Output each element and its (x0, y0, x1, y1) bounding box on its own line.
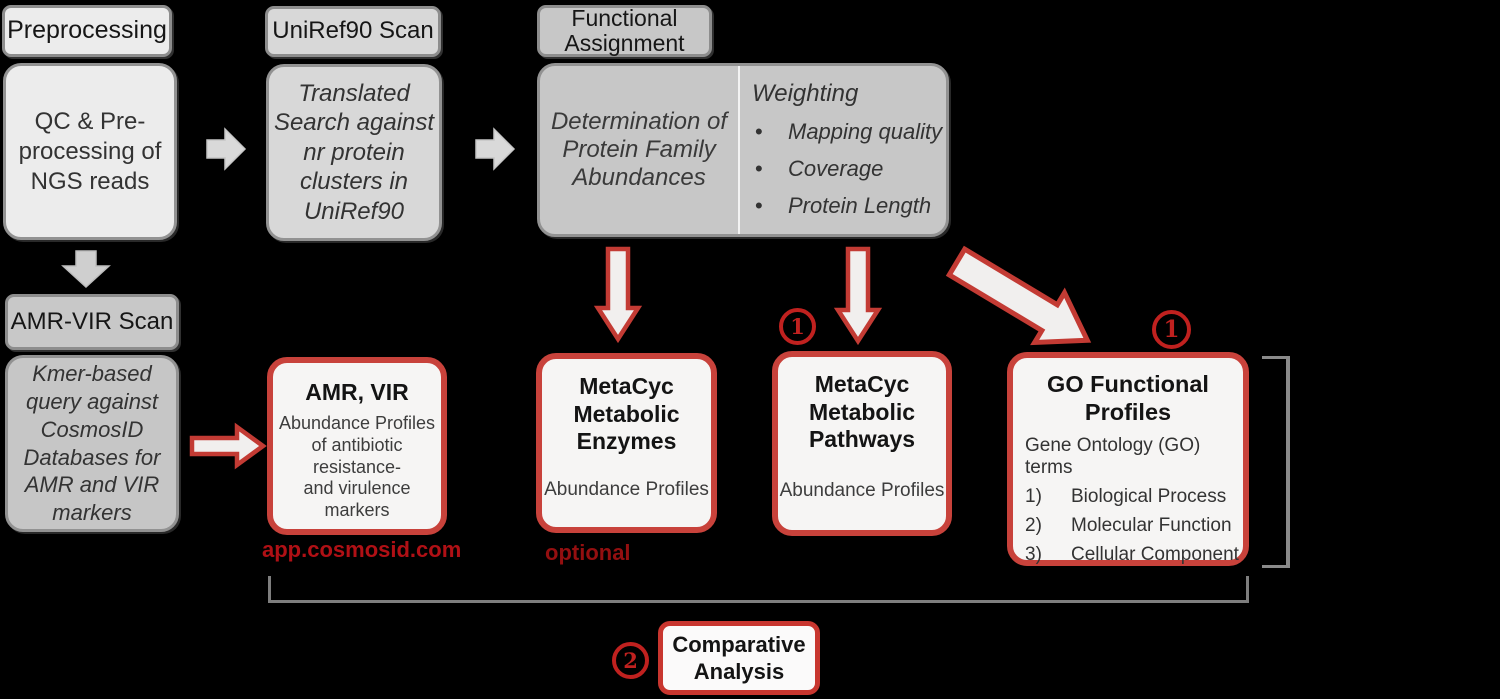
go-term-number: 1) (1025, 486, 1042, 508)
comparative-analysis-box: Comparative Analysis (658, 621, 820, 695)
go-profiles-title: GO Functional Profiles (1047, 371, 1209, 426)
arrow-fa-to-pathways-icon (833, 246, 883, 346)
badge-one-pathways: 1 (779, 308, 816, 345)
go-side-bracket (1262, 356, 1290, 568)
functional-assignment-header: Functional Assignment (537, 5, 712, 57)
go-profiles-box: GO Functional Profiles Gene Ontology (GO… (1007, 352, 1249, 566)
optional-caption: optional (545, 540, 631, 565)
weighting-title: Weighting (752, 80, 859, 107)
go-term-row: 3) Cellular Component (1013, 544, 1243, 566)
metacyc-pathways-box: MetaCyc Metabolic Pathways Abundance Pro… (772, 351, 952, 536)
badge-two-comparative: 2 (612, 642, 649, 679)
metacyc-enzymes-title: MetaCyc Metabolic Enzymes (573, 373, 680, 455)
arrow-preprocessing-to-uniref90-icon (206, 127, 247, 171)
metacyc-enzymes-body: Abundance Profiles (544, 479, 709, 500)
weighting-item: Coverage (752, 156, 946, 182)
badge-one-go: 1 (1152, 310, 1191, 349)
app-cosmosid-caption: app.cosmosid.com (262, 537, 462, 562)
go-term-row: 2) Molecular Function (1013, 515, 1243, 537)
go-term-number: 2) (1025, 515, 1042, 537)
arrow-uniref90-to-functional-assignment-icon (475, 127, 516, 171)
go-profiles-subtitle: Gene Ontology (GO) terms (1025, 435, 1201, 479)
metacyc-pathways-body: Abundance Profiles (779, 480, 945, 501)
go-term-label: Molecular Function (1071, 515, 1232, 537)
weighting-item: Protein Length (752, 193, 946, 219)
functional-assignment-body: Determination of Protein Family Abundanc… (537, 63, 949, 237)
arrow-amrvir-to-output-icon (189, 422, 267, 470)
metacyc-pathways-title: MetaCyc Metabolic Pathways (808, 371, 916, 453)
preprocessing-header: Preprocessing (2, 5, 172, 57)
metacyc-enzymes-box: MetaCyc Metabolic Enzymes Abundance Prof… (536, 353, 717, 533)
amr-vir-output-box: AMR, VIR Abundance Profiles of antibioti… (267, 357, 447, 535)
arrow-preprocessing-to-amrvir-icon (61, 250, 111, 289)
weighting-item: Mapping quality (752, 119, 946, 145)
collector-line (268, 576, 1249, 603)
arrow-fa-to-go-icon (945, 245, 1092, 346)
amr-vir-output-title: AMR, VIR (305, 379, 409, 405)
go-term-label: Cellular Component (1071, 544, 1239, 566)
determination-text: Determination of Protein Family Abundanc… (540, 66, 740, 234)
uniref90-header: UniRef90 Scan (265, 6, 441, 57)
amrvir-scan-header: AMR-VIR Scan (5, 294, 179, 350)
go-term-number: 3) (1025, 544, 1042, 566)
arrow-fa-to-enzymes-icon (593, 246, 643, 344)
go-term-row: 1) Biological Process (1013, 486, 1243, 508)
uniref90-body: Translated Search against nr protein clu… (266, 64, 442, 241)
amr-vir-output-body: Abundance Profiles of antibiotic resista… (278, 412, 436, 521)
weighting-panel: Weighting Mapping quality Coverage Prote… (740, 66, 946, 234)
go-term-label: Biological Process (1071, 486, 1227, 508)
amrvir-scan-body: Kmer-based query against CosmosID Databa… (5, 355, 179, 532)
preprocessing-body: QC & Pre- processing of NGS reads (3, 63, 177, 240)
